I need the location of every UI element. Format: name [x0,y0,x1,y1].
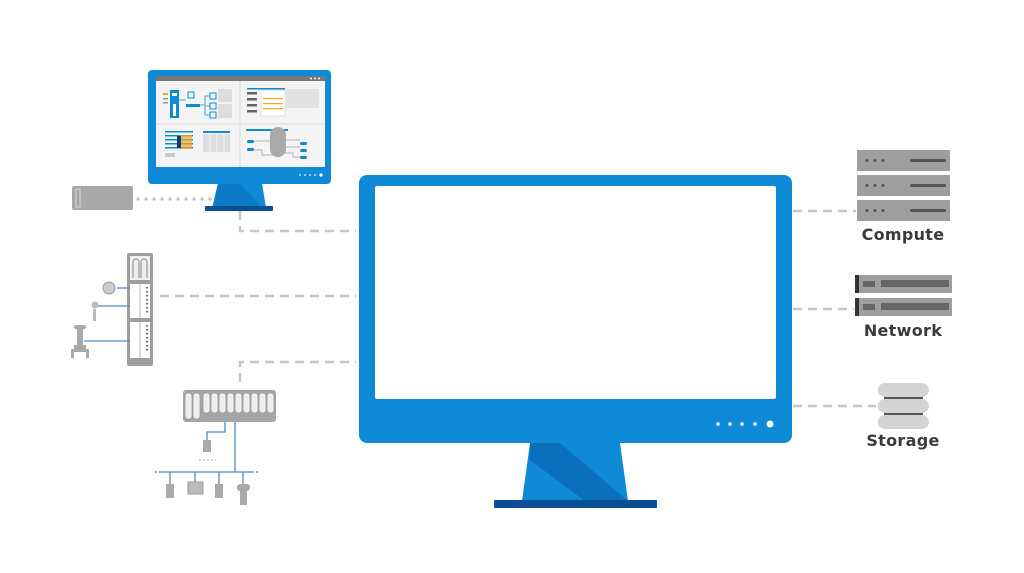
appliance-box [72,186,133,210]
sensor-icon [102,281,116,295]
storage-label: Storage [866,431,940,450]
transmitter-icon [91,301,99,309]
network-switches [855,275,952,316]
network-label: Network [863,321,943,340]
io-rack [71,253,153,366]
connector-controller [238,360,356,382]
controller-rack [153,390,276,505]
workstation-monitor [148,70,331,211]
main-monitor-screen [375,186,776,399]
main-monitor [359,175,792,508]
valve-icon [71,325,89,358]
compute-servers [857,150,950,221]
compute-label: Compute [861,225,945,244]
connectors [160,209,876,408]
dotted-link [136,197,212,201]
connector-workstation [238,211,356,233]
storage-disks [878,383,929,429]
power-indicator [766,420,774,428]
